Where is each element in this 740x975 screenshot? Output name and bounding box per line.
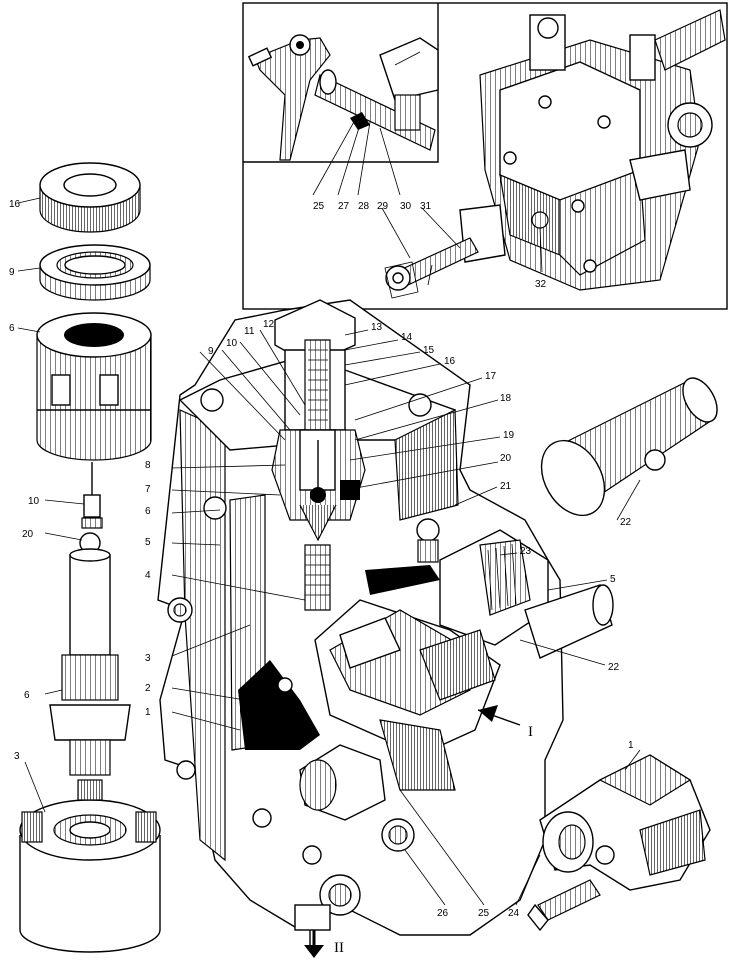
callout-number: 6 [9,323,15,334]
callout-number: 31 [420,201,432,212]
part-9-washer [39,244,151,301]
callout-number: 30 [400,201,412,212]
callout-number: 22 [620,517,632,528]
part-22-pin [540,377,718,517]
callout-number: 5 [610,574,616,585]
callout-number: 16 [9,199,21,210]
flow-label: II [334,940,344,956]
flow-label: I [528,724,533,740]
callout-number: 11 [244,326,255,337]
threaded-fitting [439,529,549,646]
callout-number: 10 [226,338,238,349]
callout-number: 25 [313,201,325,212]
flow-arrows [304,705,521,958]
callout-number: 6 [145,506,151,517]
callout-number: 28 [358,201,370,212]
callout-number: 15 [423,345,435,356]
inset-lever-detail [247,34,439,161]
part-16-ring [39,162,141,233]
housing-bolts [176,388,440,865]
callout-number: 1 [145,707,151,718]
inset-valve-block [479,9,726,291]
inset-border [242,2,728,310]
inset-panel [242,2,728,310]
callout-number: 2 [145,683,151,694]
callout-number: 24 [508,908,520,919]
lower-roller [299,719,456,821]
callout-number: 8 [145,460,151,471]
callout-number: 32 [535,279,547,290]
callout-number: 25 [478,908,490,919]
cross-shaft [314,584,614,756]
callout-number: 19 [503,430,515,441]
callout-number: 1 [628,740,634,751]
callout-number: 6 [24,690,30,701]
callout-number: 21 [500,481,512,492]
part-1-lever [527,754,711,932]
left-exploded-stack [17,162,161,953]
left-stack-leaders [17,197,85,813]
callout-number: 16 [444,356,456,367]
part-6-plunger [49,548,131,776]
part-6-cylinder [36,312,152,461]
part-10-20-pin [79,462,103,554]
callout-number: 10 [28,496,40,507]
inset-leaders [312,117,543,273]
callout-number: 12 [263,319,275,330]
callout-number: 9 [9,267,15,278]
callout-number: 5 [145,537,151,548]
callout-number: 29 [377,201,389,212]
callout-number: 18 [500,393,512,404]
callout-number: 13 [371,322,383,333]
callout-number: 14 [401,332,413,343]
callout-number: 20 [500,453,512,464]
callout-number: 17 [485,371,497,382]
part-3-nut [19,779,161,953]
callout-number: 20 [22,529,34,540]
callout-number: 26 [437,908,449,919]
callout-number: 4 [145,570,151,581]
callout-number: 9 [208,346,214,357]
top-cap [274,299,356,431]
main-leaders [171,329,641,906]
section-fill [238,660,320,750]
callout-number: 27 [338,201,350,212]
callout-number: 23 [520,546,532,557]
callout-number: 3 [14,751,20,762]
internal-valve [271,429,366,611]
inset-adjusting-screw [384,204,506,299]
callout-number: 22 [608,662,620,673]
callout-number: 3 [145,653,151,664]
callout-number: 7 [145,484,151,495]
